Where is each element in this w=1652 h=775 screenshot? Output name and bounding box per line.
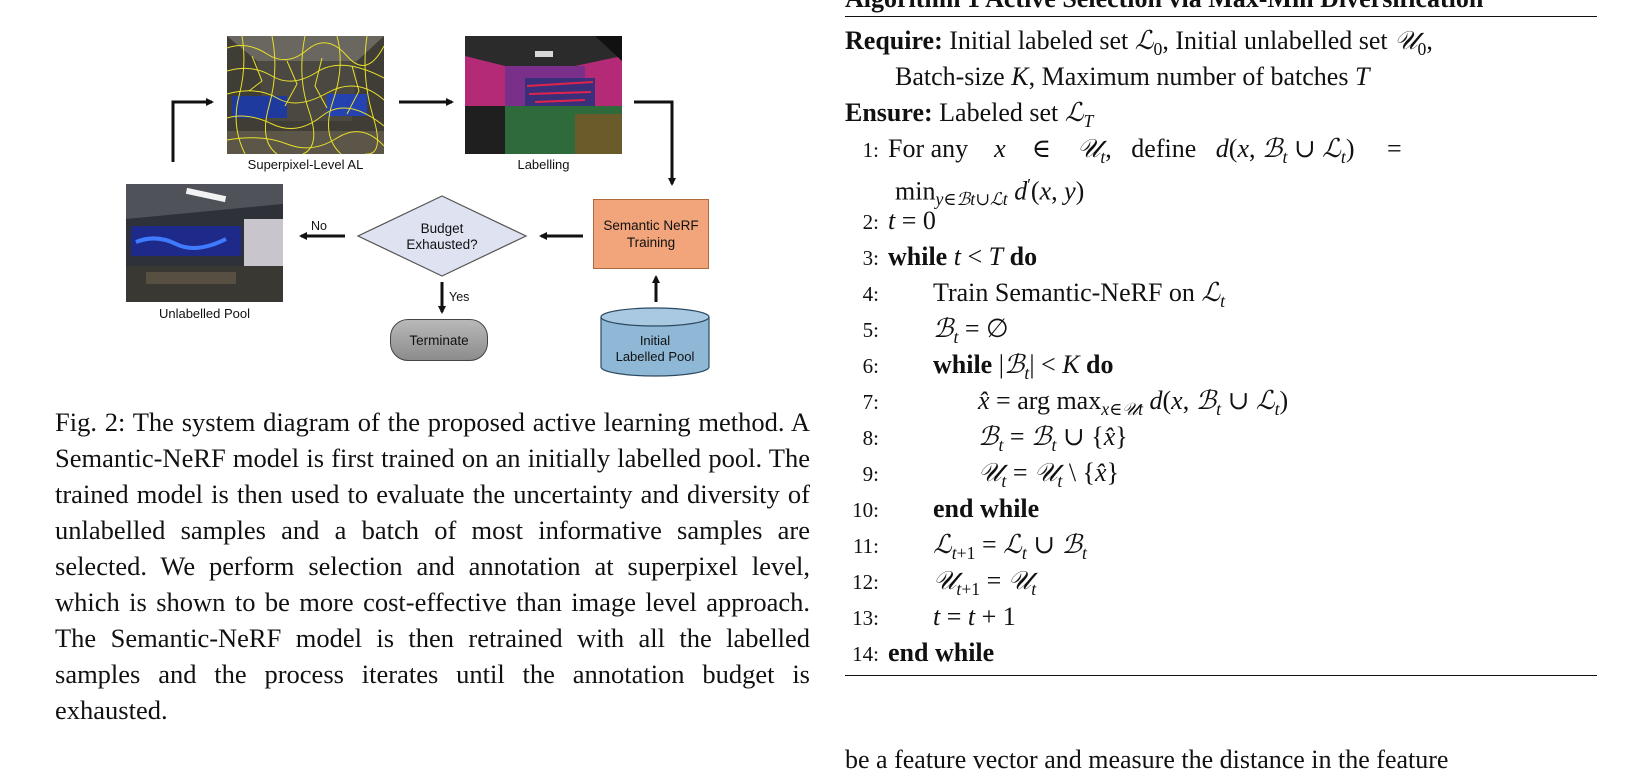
algo-require: Require: Initial labeled set ℒ0, Initial… xyxy=(845,26,1433,60)
for-any-text: For any xyxy=(888,134,969,163)
semantic-nerf-training-box: Semantic NeRF Training xyxy=(593,199,709,269)
line-number: 11: xyxy=(852,534,879,558)
while-keyword: while xyxy=(888,242,948,271)
algo-line-1: 1:For any x ∈ 𝒰t, define d(x, ℬt ∪ ℒt) = xyxy=(845,131,1597,175)
line-number: 12: xyxy=(852,570,879,594)
min-text: min xyxy=(895,176,936,206)
initial-pool-cylinder xyxy=(600,307,710,377)
algorithm-title: Algorithm 1 Active Selection via Max-Min… xyxy=(845,0,1483,14)
while-keyword: while xyxy=(933,350,993,379)
algorithm-bottom-rule xyxy=(845,675,1597,676)
line-number: 14: xyxy=(852,642,879,666)
edge-label-no: No xyxy=(311,219,327,233)
algorithm-title-text: Algorithm 1 Active Selection via Max-Min… xyxy=(845,0,1483,13)
initial-pool-label: Initial Labelled Pool xyxy=(601,333,709,365)
arrow-pool-to-superpixel xyxy=(171,98,214,162)
algo-line-3: 3:while t < T do xyxy=(845,239,1037,276)
algo-line-10: 10: end while xyxy=(845,491,1039,528)
nerf-label-line2: Training xyxy=(626,235,676,250)
unlabelled-pool-image xyxy=(126,184,283,302)
line-number: 5: xyxy=(862,318,879,342)
ensure-keyword: Ensure: xyxy=(845,98,933,127)
figure-caption: Fig. 2: The system diagram of the propos… xyxy=(55,407,810,725)
line-number: 6: xyxy=(862,354,879,378)
budget-exhausted-label: Budget Exhausted? xyxy=(382,221,502,253)
unlabelled-pool-label: Unlabelled Pool xyxy=(158,306,251,321)
line-number: 13: xyxy=(852,606,879,630)
do-keyword: do xyxy=(1009,242,1038,271)
algo-line-9: 9:𝒰t = 𝒰t \ {x̂} xyxy=(845,455,1119,499)
terminate-node: Terminate xyxy=(390,319,488,361)
algo-line-11: 11:ℒt+1 = ℒt ∪ ℬt xyxy=(845,527,1087,571)
end-while-keyword: end while xyxy=(888,638,995,667)
superpixel-al-label: Superpixel-Level AL xyxy=(247,157,364,172)
algo-line-7: 7:x̂ = arg maxx∈𝒰t d(x, ℬt ∪ ℒt) xyxy=(845,383,1289,428)
algo-line-13: 13:t = t + 1 xyxy=(845,599,1016,636)
end-while-keyword: end while xyxy=(933,494,1040,523)
labelling-image xyxy=(465,36,622,154)
superpixel-image xyxy=(227,36,384,154)
line-number: 3: xyxy=(862,246,879,270)
algo-line-2: 2:t = 0 xyxy=(845,203,936,240)
algo-line-4: 4:Train Semantic-NeRF on ℒt xyxy=(845,275,1225,319)
initial-pool-line2: Labelled Pool xyxy=(615,349,695,364)
line-number: 7: xyxy=(862,390,879,414)
labelling-label: Labelling xyxy=(517,157,570,172)
edge-label-yes: Yes xyxy=(449,290,470,304)
line-number: 4: xyxy=(862,282,879,306)
algo-line-1-cont: miny∈ℬt∪ℒt d′(x, y) xyxy=(895,175,1085,211)
budget-diamond xyxy=(356,195,528,277)
algo-ensure: Ensure: Labeled set ℒT xyxy=(845,98,1094,132)
require-keyword: Require: xyxy=(845,26,943,55)
budget-line1: Budget xyxy=(420,221,464,236)
line-number: 1: xyxy=(862,138,879,162)
algo-line-6: 6:while |ℬt| < K do xyxy=(845,347,1114,391)
diagram-connectors xyxy=(171,98,710,377)
terminate-label: Terminate xyxy=(409,332,469,348)
line-number: 9: xyxy=(862,462,879,486)
initial-pool-line1: Initial xyxy=(639,333,671,348)
line-number: 8: xyxy=(862,426,879,450)
algo-line-14: 14: end while xyxy=(845,635,994,672)
line-number: 2: xyxy=(862,210,879,234)
do-keyword: do xyxy=(1086,350,1114,379)
algorithm-top-rule xyxy=(845,16,1597,17)
algo-line-8: 8:ℬt = ℬt ∪ {x̂} xyxy=(845,419,1128,463)
define-text: define xyxy=(1131,134,1197,163)
body-text-fragment: be a feature vector and measure the dist… xyxy=(845,745,1449,774)
arrow-labelling-to-nerf xyxy=(634,100,676,186)
budget-line2: Exhausted? xyxy=(406,237,478,252)
algo-require-cont: Batch-size K, Maximum number of batches … xyxy=(895,62,1370,91)
nerf-label-line1: Semantic NeRF xyxy=(603,218,699,233)
algo-line-5: 5:ℬt = ∅ xyxy=(845,311,1009,355)
line-number: 10: xyxy=(852,498,879,522)
train-text: Train Semantic-NeRF on xyxy=(933,278,1195,307)
algo-line-12: 12:𝒰t+1 = 𝒰t xyxy=(845,563,1036,607)
argmax-text: arg max xyxy=(1017,386,1102,415)
